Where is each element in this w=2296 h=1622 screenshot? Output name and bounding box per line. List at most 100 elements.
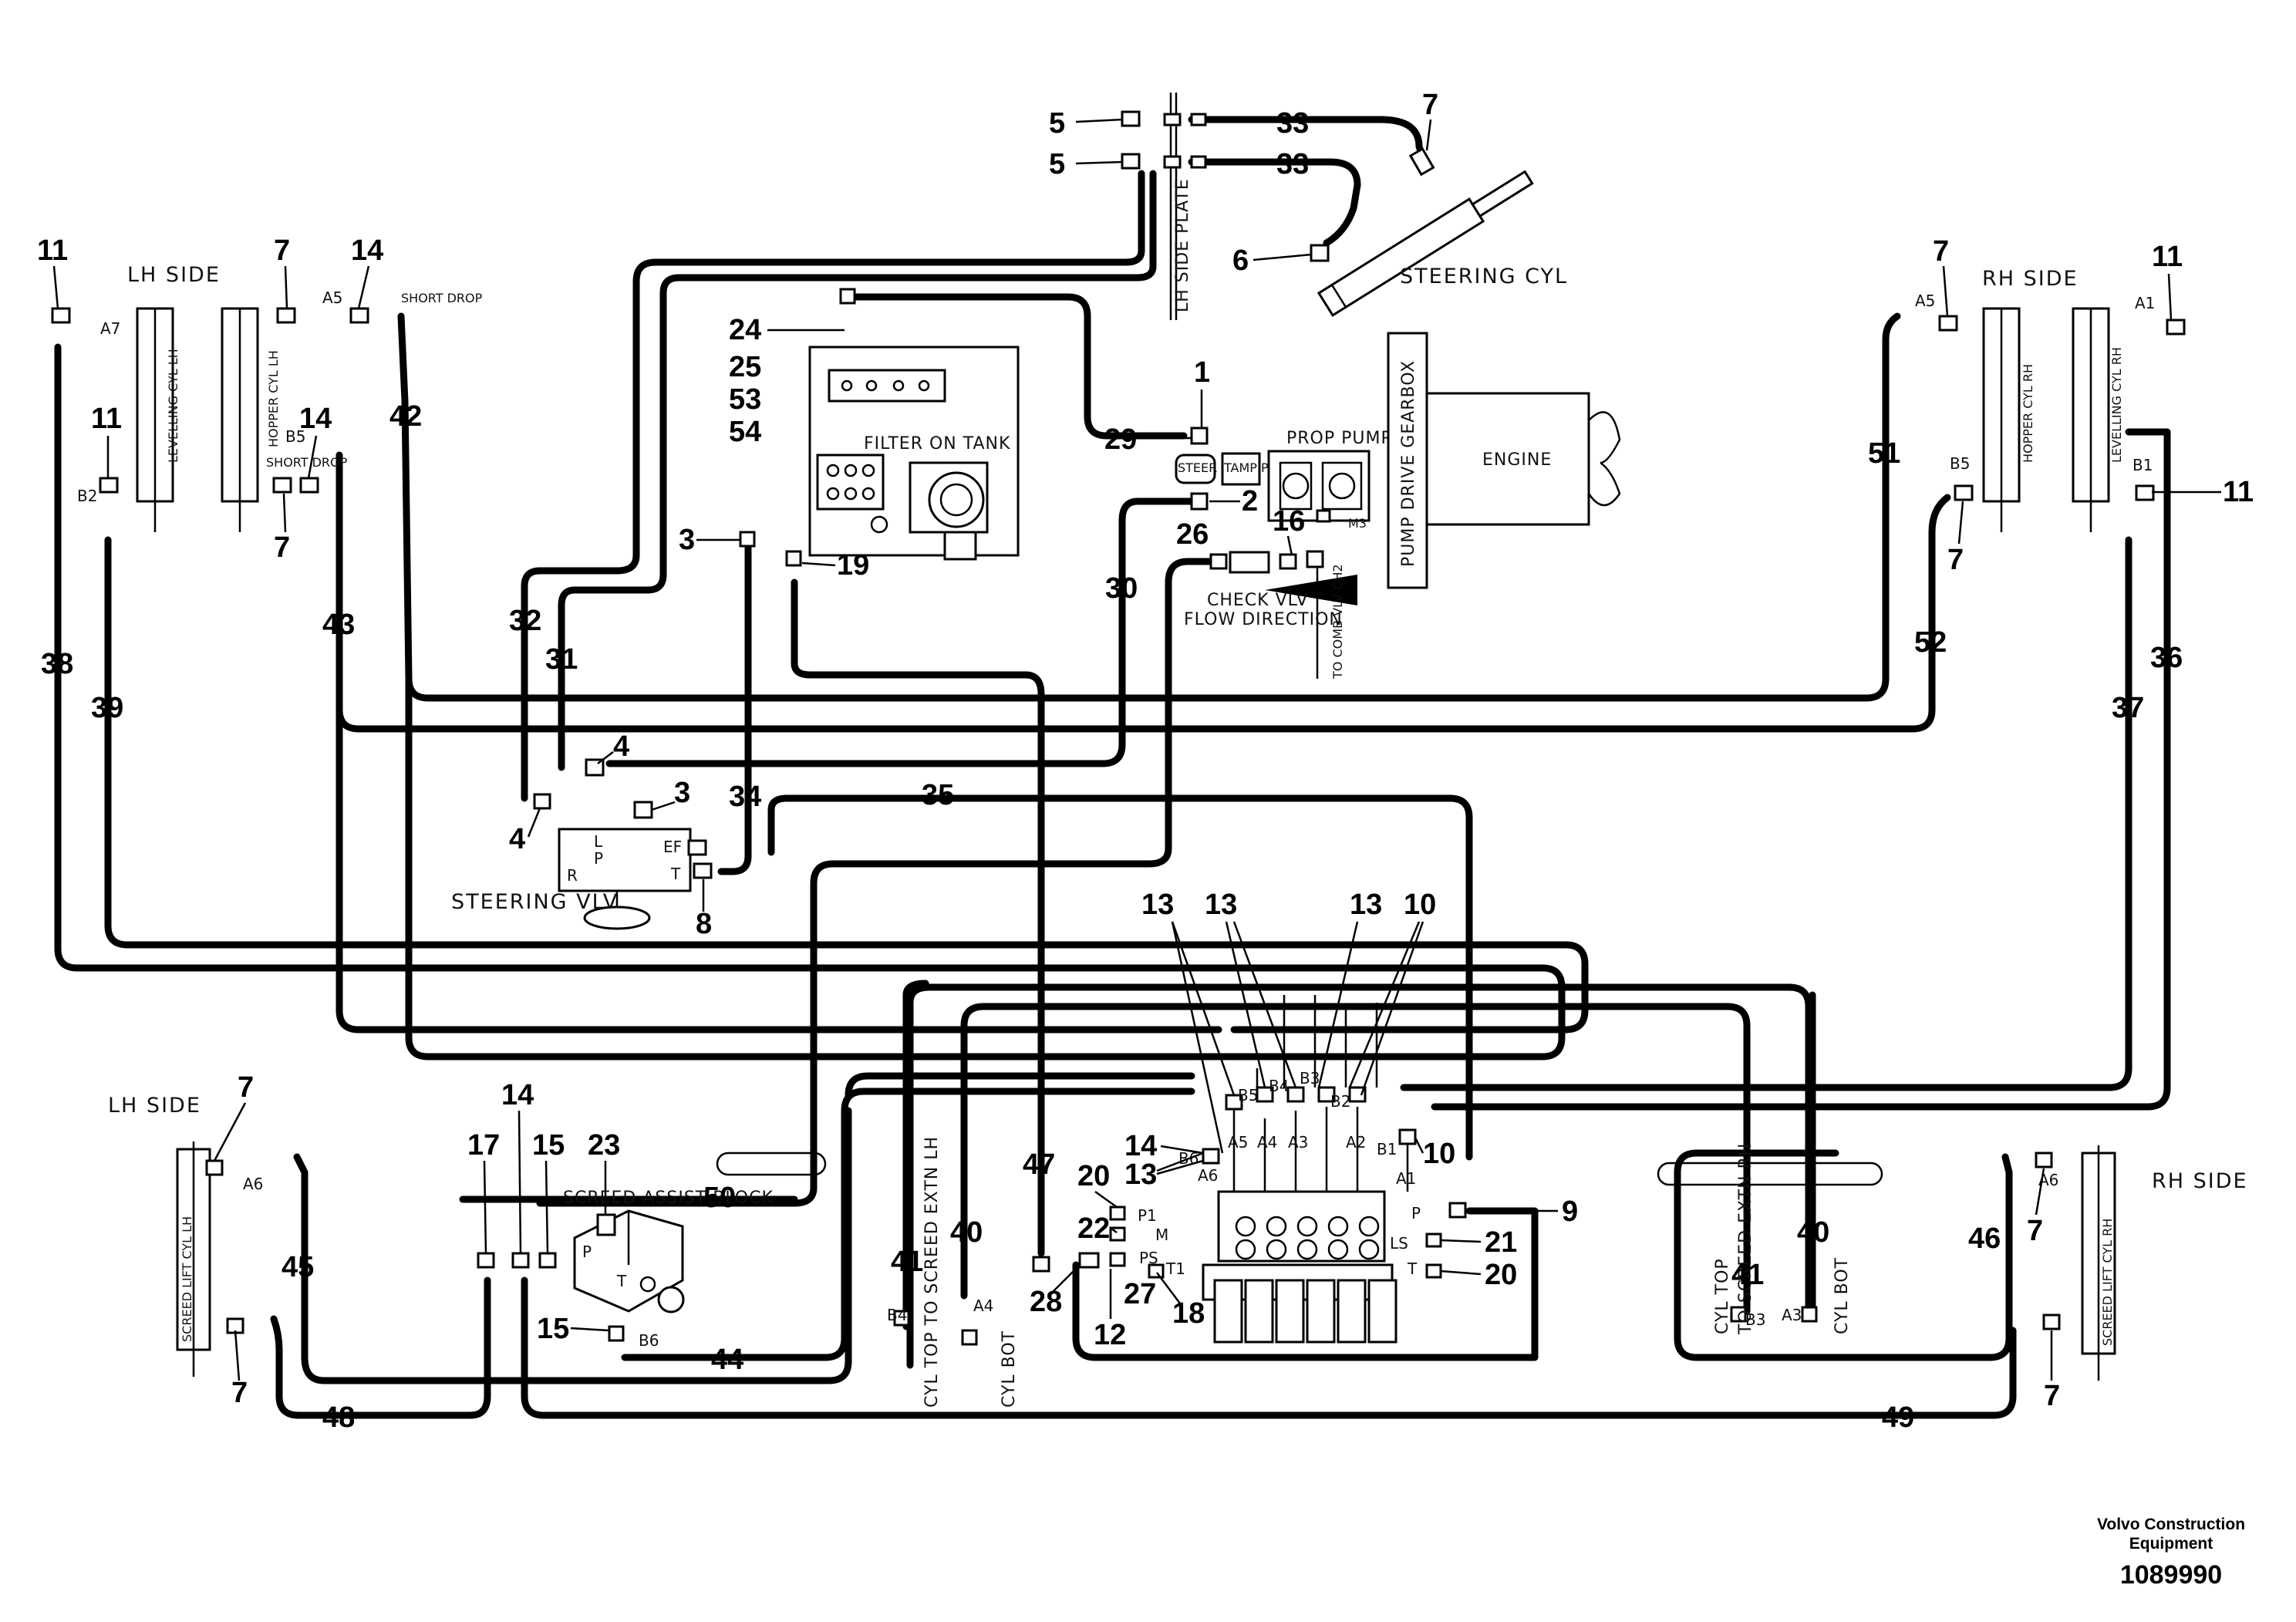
callout-46: 46 bbox=[1968, 1222, 2001, 1255]
callout-47: 47 bbox=[1023, 1148, 1055, 1181]
callout-7: 7 bbox=[231, 1377, 248, 1409]
screed-assist-block-label: SCREED ASSIST BLOCK bbox=[563, 1189, 774, 1208]
misc-fittings bbox=[51, 288, 2186, 1346]
hoses bbox=[54, 116, 2171, 1419]
port-a1-rh: A1 bbox=[2135, 294, 2155, 312]
callout-41: 41 bbox=[891, 1246, 923, 1278]
hopper-cyl-rh-label: HOPPER CYL RH bbox=[2021, 364, 2035, 463]
callout-17: 17 bbox=[467, 1129, 500, 1162]
v-port-b3: B3 bbox=[1300, 1069, 1320, 1088]
callout-14: 14 bbox=[299, 403, 332, 435]
v-port-a3: A3 bbox=[1288, 1133, 1308, 1152]
port-a6-lh: A6 bbox=[243, 1175, 263, 1193]
hose-33-lower bbox=[1188, 158, 1361, 247]
v-port-b1: B1 bbox=[1377, 1140, 1397, 1158]
callout-11: 11 bbox=[91, 403, 122, 435]
callout-4: 4 bbox=[613, 730, 629, 763]
callout-28: 28 bbox=[1030, 1286, 1062, 1318]
callout-40: 40 bbox=[950, 1216, 983, 1249]
callout-14: 14 bbox=[1124, 1130, 1157, 1162]
hose-44-b bbox=[845, 1072, 1195, 1099]
rh-hopper-cylinder: HOPPER CYL RH bbox=[1982, 307, 2035, 532]
hydraulic-tank: FILTER ON TANK bbox=[808, 346, 1020, 561]
v-port-a2: A2 bbox=[1346, 1133, 1366, 1152]
port-a5-lh: A5 bbox=[322, 288, 342, 307]
callout-45: 45 bbox=[282, 1251, 314, 1283]
callout-25: 25 bbox=[729, 351, 761, 383]
cyl-top-rh-label: CYL TOP bbox=[1713, 1258, 1732, 1334]
screed-lift-cyl-rh-label: SCREED LIFT CYL RH bbox=[2100, 1219, 2115, 1346]
v-port-a1: A1 bbox=[1396, 1169, 1416, 1188]
hose-47 bbox=[791, 578, 1045, 1257]
levelling-cyl-rh-label: LEVELLING CYL RH bbox=[2109, 347, 2124, 463]
port-b6: B6 bbox=[639, 1331, 659, 1350]
steering-valve: L P R T EF STEERING VLV bbox=[451, 758, 713, 930]
callout-15: 15 bbox=[537, 1313, 569, 1345]
callout-54: 54 bbox=[729, 416, 761, 448]
cyl-bot-lh-label: CYL BOT bbox=[1000, 1330, 1019, 1408]
callout-11: 11 bbox=[2223, 476, 2254, 508]
callout-27: 27 bbox=[1124, 1278, 1156, 1310]
check-vlv-label: CHECK VLV bbox=[1207, 591, 1309, 610]
hose-46 bbox=[1674, 1149, 2013, 1361]
port-b4-lh: B4 bbox=[887, 1306, 907, 1324]
hose-33-upper bbox=[1188, 116, 1427, 162]
port-a4-lh: A4 bbox=[973, 1297, 993, 1315]
callout-8: 8 bbox=[696, 908, 712, 940]
v-port-ps: PS bbox=[1139, 1249, 1158, 1267]
hose-31 bbox=[558, 170, 1157, 771]
callout-22: 22 bbox=[1077, 1212, 1110, 1245]
callout-26: 26 bbox=[1176, 518, 1209, 551]
callout-42: 42 bbox=[389, 400, 422, 433]
callout-14: 14 bbox=[351, 234, 383, 267]
v-port-b4: B4 bbox=[1269, 1077, 1289, 1095]
lh-hopper-cylinder: HOPPER CYL LH bbox=[221, 307, 281, 532]
hose-43-lower bbox=[335, 706, 1222, 1034]
sv-port-p: P bbox=[594, 849, 603, 868]
hose-45 bbox=[293, 1107, 852, 1384]
callout-40: 40 bbox=[1797, 1216, 1829, 1249]
hose-44 bbox=[621, 1088, 1195, 1361]
callout-29: 29 bbox=[1104, 423, 1137, 456]
hose-48 bbox=[270, 1276, 491, 1419]
callout-37: 37 bbox=[2112, 692, 2144, 724]
pump-assembly: STEER PUMP TAMP PUMP PROP PUMP M3 bbox=[1175, 429, 1391, 531]
hose-29 bbox=[845, 293, 1188, 440]
v-port-a4: A4 bbox=[1257, 1133, 1277, 1152]
v-port-t1: T1 bbox=[1165, 1259, 1185, 1278]
screed-lift-cyl-lh-label: SCREED LIFT CYL LH bbox=[180, 1216, 194, 1342]
sv-port-r: R bbox=[567, 866, 578, 885]
rh-side-label-top: RH SIDE bbox=[1982, 267, 2079, 291]
hose-34 bbox=[717, 540, 752, 875]
sab-port-p: P bbox=[582, 1243, 592, 1261]
v-port-m: M bbox=[1155, 1226, 1168, 1244]
callout-53: 53 bbox=[729, 383, 761, 416]
frame-slot-rh bbox=[1657, 1162, 1883, 1186]
sv-port-l: L bbox=[594, 832, 603, 851]
m3-label: M3 bbox=[1348, 516, 1367, 531]
callout-15: 15 bbox=[532, 1129, 565, 1162]
callout-7: 7 bbox=[1947, 544, 1964, 576]
callout-7: 7 bbox=[274, 234, 290, 267]
callout-20: 20 bbox=[1077, 1160, 1110, 1192]
steering-cylinder: STEERING CYL bbox=[1310, 147, 1566, 317]
callout-33: 33 bbox=[1276, 148, 1309, 180]
callout-9: 9 bbox=[1562, 1195, 1578, 1228]
callout-44: 44 bbox=[711, 1344, 743, 1376]
hose-36 bbox=[1431, 428, 2171, 1111]
cyl-top-lh-label: CYL TOP TO SCREED EXTN LH bbox=[922, 1136, 942, 1408]
filter-on-tank-label: FILTER ON TANK bbox=[864, 434, 1010, 454]
hose-13-a bbox=[906, 983, 1812, 1369]
callout-16: 16 bbox=[1273, 505, 1305, 538]
callout-3: 3 bbox=[674, 777, 690, 809]
hose-41-lh bbox=[902, 980, 929, 1330]
to-comb-vlv-label: TO COMB VLV CH2 bbox=[1330, 564, 1345, 679]
sv-port-t: T bbox=[670, 865, 681, 883]
callout-39: 39 bbox=[91, 692, 123, 724]
callout-6: 6 bbox=[1232, 244, 1249, 277]
callout-36: 36 bbox=[2150, 642, 2183, 674]
callout-14: 14 bbox=[501, 1079, 534, 1111]
company-name-line2: Equipment bbox=[2129, 1535, 2213, 1553]
callout-1: 1 bbox=[1194, 356, 1210, 389]
